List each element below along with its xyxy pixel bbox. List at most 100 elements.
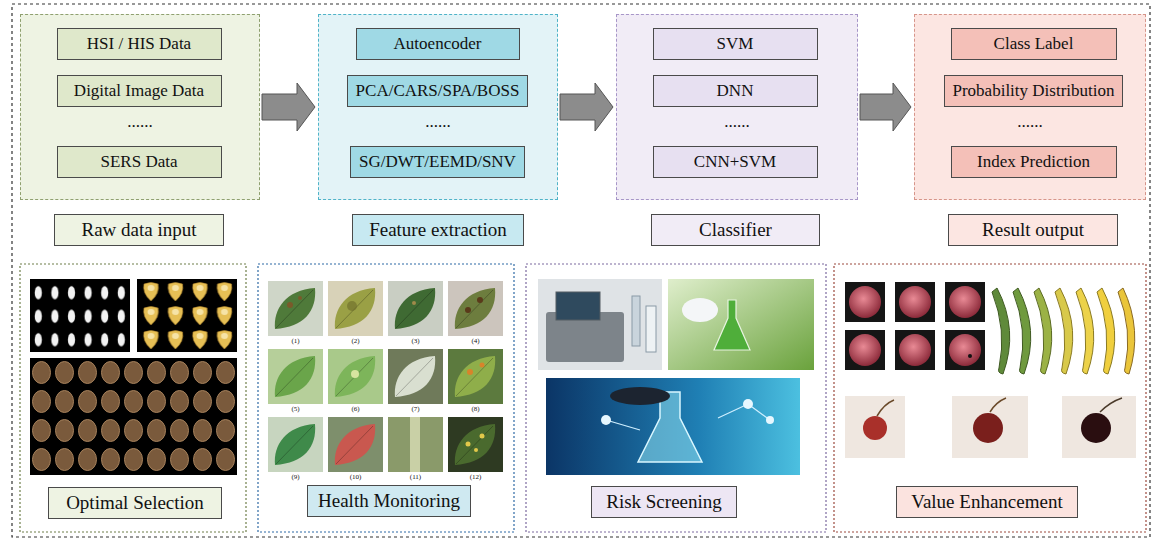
seed-grid <box>30 279 130 352</box>
image-ground <box>137 279 237 352</box>
stage-label: Result output <box>948 214 1118 246</box>
apple <box>949 334 981 366</box>
node-text: Result output <box>982 219 1084 241</box>
node-text: Digital Image Data <box>74 81 204 101</box>
banana <box>1013 288 1031 374</box>
stage-label: Feature extraction <box>352 214 524 246</box>
banana <box>1034 288 1052 374</box>
banana <box>1118 288 1135 374</box>
defect <box>968 354 972 358</box>
seed-images <box>30 279 237 475</box>
leaf-images <box>268 281 503 472</box>
cherry <box>973 413 1003 443</box>
photo-ground <box>845 282 885 322</box>
ellipsis-text: ...... <box>21 112 259 132</box>
leaf <box>335 424 375 465</box>
stage-label: Value Enhancement <box>896 486 1078 518</box>
node-text: SVM <box>717 34 754 54</box>
block-arrow <box>262 83 315 131</box>
node-text: Class Label <box>994 34 1074 54</box>
method-box: SVM <box>653 28 818 60</box>
instrument-screen <box>556 292 600 320</box>
ellipsis-text: ...... <box>319 112 557 132</box>
photo-ground <box>895 330 935 370</box>
image-number: (5) <box>276 405 316 414</box>
image-ground <box>30 358 237 475</box>
seed-grid <box>30 358 237 475</box>
image-number: (11) <box>396 473 436 482</box>
photo-ground <box>546 378 800 475</box>
leaf <box>335 288 375 329</box>
leaf <box>455 288 495 329</box>
label-slot: (9) <box>276 473 316 482</box>
image-number: (8) <box>456 405 496 414</box>
stage-label: Health Monitoring <box>307 485 471 517</box>
molecule-atom <box>601 415 611 425</box>
photo-ground <box>945 330 985 370</box>
apple <box>849 334 881 366</box>
label-slot: (8) <box>456 405 496 414</box>
node-text: Risk Screening <box>606 491 722 513</box>
label-slot: (12) <box>456 473 496 482</box>
ellipsis-text: ...... <box>617 112 857 132</box>
leaf-photo <box>448 349 503 404</box>
method-box: HSI / HIS Data <box>57 28 222 60</box>
photo-ground <box>538 279 662 370</box>
stage-label: Raw data input <box>54 214 224 246</box>
label-slot: (10) <box>336 473 376 482</box>
lesion <box>480 363 485 368</box>
lesion <box>467 369 473 375</box>
cherry <box>1081 413 1111 443</box>
method-box: Digital Image Data <box>57 75 222 107</box>
flask <box>714 300 750 350</box>
image-number: (1) <box>276 337 316 346</box>
lesion <box>480 434 485 439</box>
stage-panel: ......SVMDNNCNN+SVM <box>616 14 858 200</box>
node-text: Optimal Selection <box>66 492 204 514</box>
leaf-photo <box>448 281 503 336</box>
lesion <box>477 297 483 303</box>
stage-panel: ......AutoencoderPCA/CARS/SPA/BOSSSG/DWT… <box>318 14 558 200</box>
photo-ground <box>845 396 905 458</box>
stage-label: Classifier <box>651 214 820 246</box>
leaf <box>455 424 495 465</box>
image-number: (10) <box>336 473 376 482</box>
label-slot: (7) <box>396 405 436 414</box>
lesion <box>465 307 471 313</box>
banana <box>1097 288 1115 374</box>
apple <box>849 286 881 318</box>
corn-grid <box>137 279 237 352</box>
leaf-photo <box>268 281 323 336</box>
lab-images <box>538 279 814 475</box>
method-box: Index Prediction <box>951 146 1117 178</box>
photo-ground <box>945 282 985 322</box>
leaf-photo <box>388 281 443 336</box>
photo-ground <box>895 282 935 322</box>
label-slot: (1) <box>276 337 316 346</box>
leaf <box>395 288 435 329</box>
hand <box>610 387 670 405</box>
panel-outline <box>834 264 1146 532</box>
method-box: SG/DWT/EEMD/SNV <box>350 146 525 178</box>
leaf <box>275 356 315 397</box>
leaf <box>275 288 315 329</box>
lesion <box>347 301 357 311</box>
lesion <box>466 442 471 447</box>
method-box: Probability Distribution <box>944 75 1124 107</box>
apple <box>899 334 931 366</box>
stage-label: Risk Screening <box>591 486 737 518</box>
image-number: (2) <box>336 337 376 346</box>
node-text: HSI / HIS Data <box>87 34 191 54</box>
panel-outline <box>258 264 514 532</box>
leaf-photo <box>268 349 323 404</box>
lesion <box>412 301 416 305</box>
image-number: (4) <box>456 337 496 346</box>
leaf <box>275 424 315 465</box>
label-slot: (6) <box>336 405 376 414</box>
block-arrow <box>560 83 613 131</box>
stem <box>990 398 1006 412</box>
node-text: Health Monitoring <box>318 490 460 512</box>
stem <box>1100 398 1122 412</box>
banana <box>1055 288 1073 374</box>
